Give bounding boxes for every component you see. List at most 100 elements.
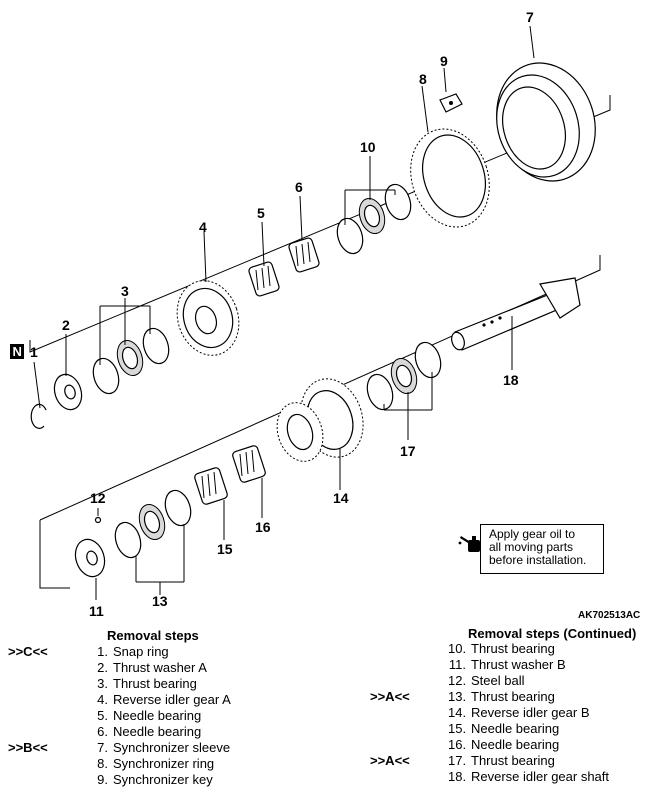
snap-ring-part xyxy=(30,403,47,429)
callout-6: 6 xyxy=(295,179,303,195)
step-number: 18. xyxy=(448,769,467,784)
step-mark xyxy=(8,724,86,740)
thrust-bearing-10-part xyxy=(336,183,412,255)
step-mark xyxy=(8,676,86,692)
thrust-washer-b-part xyxy=(74,538,106,578)
reverse-idler-gear-a-part xyxy=(176,280,240,356)
callout-12: 12 xyxy=(90,490,106,506)
callout-16: 16 xyxy=(255,519,271,535)
step-number: 6. xyxy=(97,724,108,739)
callout-2: 2 xyxy=(62,317,70,333)
thrust-bearing-3-part xyxy=(92,327,170,395)
step-row: 14. Reverse idler gear B xyxy=(370,705,609,721)
callout-9: 9 xyxy=(440,53,448,69)
n-badge-box xyxy=(10,344,24,359)
step-row: 4.Reverse idler gear A xyxy=(8,692,231,708)
step-label: Thrust washer B xyxy=(471,657,566,672)
step-number: 11. xyxy=(448,657,466,672)
step-label: Needle bearing xyxy=(471,721,560,736)
callout-15: 15 xyxy=(217,541,233,557)
step-label: Thrust bearing xyxy=(471,689,555,704)
step-label: Synchronizer ring xyxy=(113,756,215,771)
callout-1: 1 xyxy=(30,344,38,360)
step-row: 10. Thrust bearing xyxy=(370,641,609,657)
callout-4: 4 xyxy=(199,219,207,235)
step-number: 1. xyxy=(97,644,108,659)
step-number: 14. xyxy=(448,705,467,720)
thrust-bearing-13-part xyxy=(114,489,192,559)
step-mark xyxy=(370,705,448,721)
step-row: 11. Thrust washer B xyxy=(370,657,609,673)
removal-steps-title: Removal steps xyxy=(107,628,199,643)
step-row: >>A<< 13. Thrust bearing xyxy=(370,689,609,705)
thrust-bearing-17-part xyxy=(366,341,442,411)
step-row: 16. Needle bearing xyxy=(370,737,609,753)
callout-17: 17 xyxy=(400,443,416,459)
leader-lines xyxy=(33,25,535,600)
step-mark xyxy=(8,772,86,788)
step-row: 8.Synchronizer ring xyxy=(8,756,231,772)
reverse-idler-gear-b-part xyxy=(276,378,364,462)
frame-left-line xyxy=(39,520,70,589)
exploded-view-diagram: 7 8 9 10 6 5 4 3 2 1 18 17 14 16 15 13 1… xyxy=(10,9,640,620)
step-number: 4. xyxy=(97,692,108,707)
figure-code: AK702513AC xyxy=(578,610,640,620)
step-label: Thrust bearing xyxy=(113,676,197,691)
callout-8: 8 xyxy=(419,71,427,87)
step-number: 13. xyxy=(448,689,467,704)
step-row: 5.Needle bearing xyxy=(8,708,231,724)
step-row: >>C<<1.Snap ring xyxy=(8,644,231,660)
n-badge: N xyxy=(13,344,22,359)
step-label: Needle bearing xyxy=(113,724,202,739)
step-mark xyxy=(8,756,86,772)
step-mark xyxy=(8,660,86,676)
step-number: 16. xyxy=(448,737,467,752)
frame-upper-line xyxy=(29,95,611,353)
step-mark xyxy=(370,641,448,657)
needle-bearing-6-part xyxy=(288,237,320,273)
step-number: 3. xyxy=(97,676,108,691)
step-mark: >>C<< xyxy=(8,644,48,659)
step-label: Thrust bearing xyxy=(471,753,555,768)
step-label: Reverse idler gear B xyxy=(471,705,590,720)
callout-11: 11 xyxy=(89,603,104,619)
step-number: 15. xyxy=(448,721,467,736)
step-row: 9.Synchronizer key xyxy=(8,772,231,788)
synchronizer-sleeve-part xyxy=(496,62,596,182)
callout-18: 18 xyxy=(503,372,519,388)
callout-13: 13 xyxy=(152,593,168,609)
synchronizer-ring-part xyxy=(410,128,490,228)
step-mark: >>A<< xyxy=(370,753,410,768)
step-mark xyxy=(370,721,448,737)
frame-middle-line xyxy=(39,255,601,521)
step-mark: >>A<< xyxy=(370,689,410,704)
reverse-idler-gear-shaft-part xyxy=(451,277,581,351)
callout-7: 7 xyxy=(526,9,534,25)
step-number: 10. xyxy=(448,641,467,656)
step-mark xyxy=(370,769,448,785)
needle-bearing-5-part xyxy=(248,261,280,297)
oil-can-icon xyxy=(458,536,480,552)
callout-14: 14 xyxy=(333,490,349,506)
step-row: >>A<< 17. Thrust bearing xyxy=(370,753,609,769)
step-mark xyxy=(370,673,448,689)
step-label: Synchronizer sleeve xyxy=(113,740,231,755)
step-row: 15. Needle bearing xyxy=(370,721,609,737)
step-row: 6. Needle bearing xyxy=(8,724,231,740)
step-label: Thrust washer A xyxy=(113,660,207,675)
step-mark xyxy=(8,692,86,708)
callout-10: 10 xyxy=(360,139,376,155)
step-row: >>B<<7.Synchronizer sleeve xyxy=(8,740,231,756)
step-mark xyxy=(8,708,86,724)
step-label: Thrust bearing xyxy=(471,641,555,656)
step-row: 12.Steel ball xyxy=(370,673,609,689)
step-label: Needle bearing xyxy=(471,737,560,752)
step-row: 18.Reverse idler gear shaft xyxy=(370,769,609,785)
note-line-3: before installation. xyxy=(489,553,587,567)
needle-bearing-15-part xyxy=(194,467,228,505)
step-number: 5. xyxy=(97,708,108,723)
step-number: 17. xyxy=(448,753,467,768)
step-label: Steel ball xyxy=(471,673,525,688)
